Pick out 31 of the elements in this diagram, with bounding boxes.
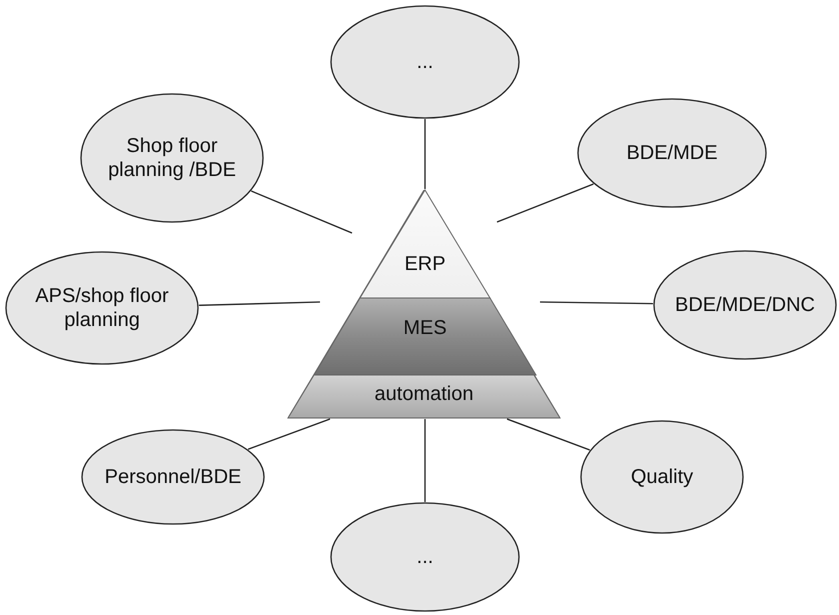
- connector-line: [198, 301, 320, 306]
- pyramid-layer: [314, 298, 536, 375]
- pyramid: [288, 190, 560, 418]
- connector-line: [424, 419, 426, 502]
- node-label: BDE/MDE/DNC: [674, 293, 816, 317]
- connector-line: [424, 119, 426, 189]
- node-label: Personnel/BDE: [104, 465, 242, 489]
- connector-line: [506, 418, 590, 451]
- ellipse-node: [577, 98, 767, 208]
- ellipse-node: [81, 429, 265, 525]
- ellipse-node: [330, 502, 520, 612]
- layer-label: MES: [402, 316, 448, 340]
- connector-line: [496, 183, 594, 223]
- ellipse-node: [80, 93, 264, 223]
- node-label: Quality: [630, 465, 694, 489]
- layer-label: ERP: [403, 252, 447, 276]
- ellipse-node: [330, 5, 520, 119]
- connector-line: [540, 301, 654, 304]
- node-label: ...: [416, 50, 434, 74]
- ellipse-node: [580, 420, 744, 534]
- node-label: Shop floor planning /BDE: [107, 134, 237, 182]
- connector-line: [248, 418, 330, 450]
- node-label: APS/shop floor planning: [34, 284, 170, 332]
- pyramid-layer: [288, 375, 560, 418]
- layer-label: automation: [374, 382, 474, 406]
- connector-line: [251, 190, 352, 234]
- ellipse-node: [5, 251, 199, 365]
- pyramid-layer: [360, 190, 490, 298]
- ellipse-node: [653, 250, 837, 360]
- node-label: BDE/MDE: [625, 141, 719, 165]
- node-label: ...: [416, 545, 434, 569]
